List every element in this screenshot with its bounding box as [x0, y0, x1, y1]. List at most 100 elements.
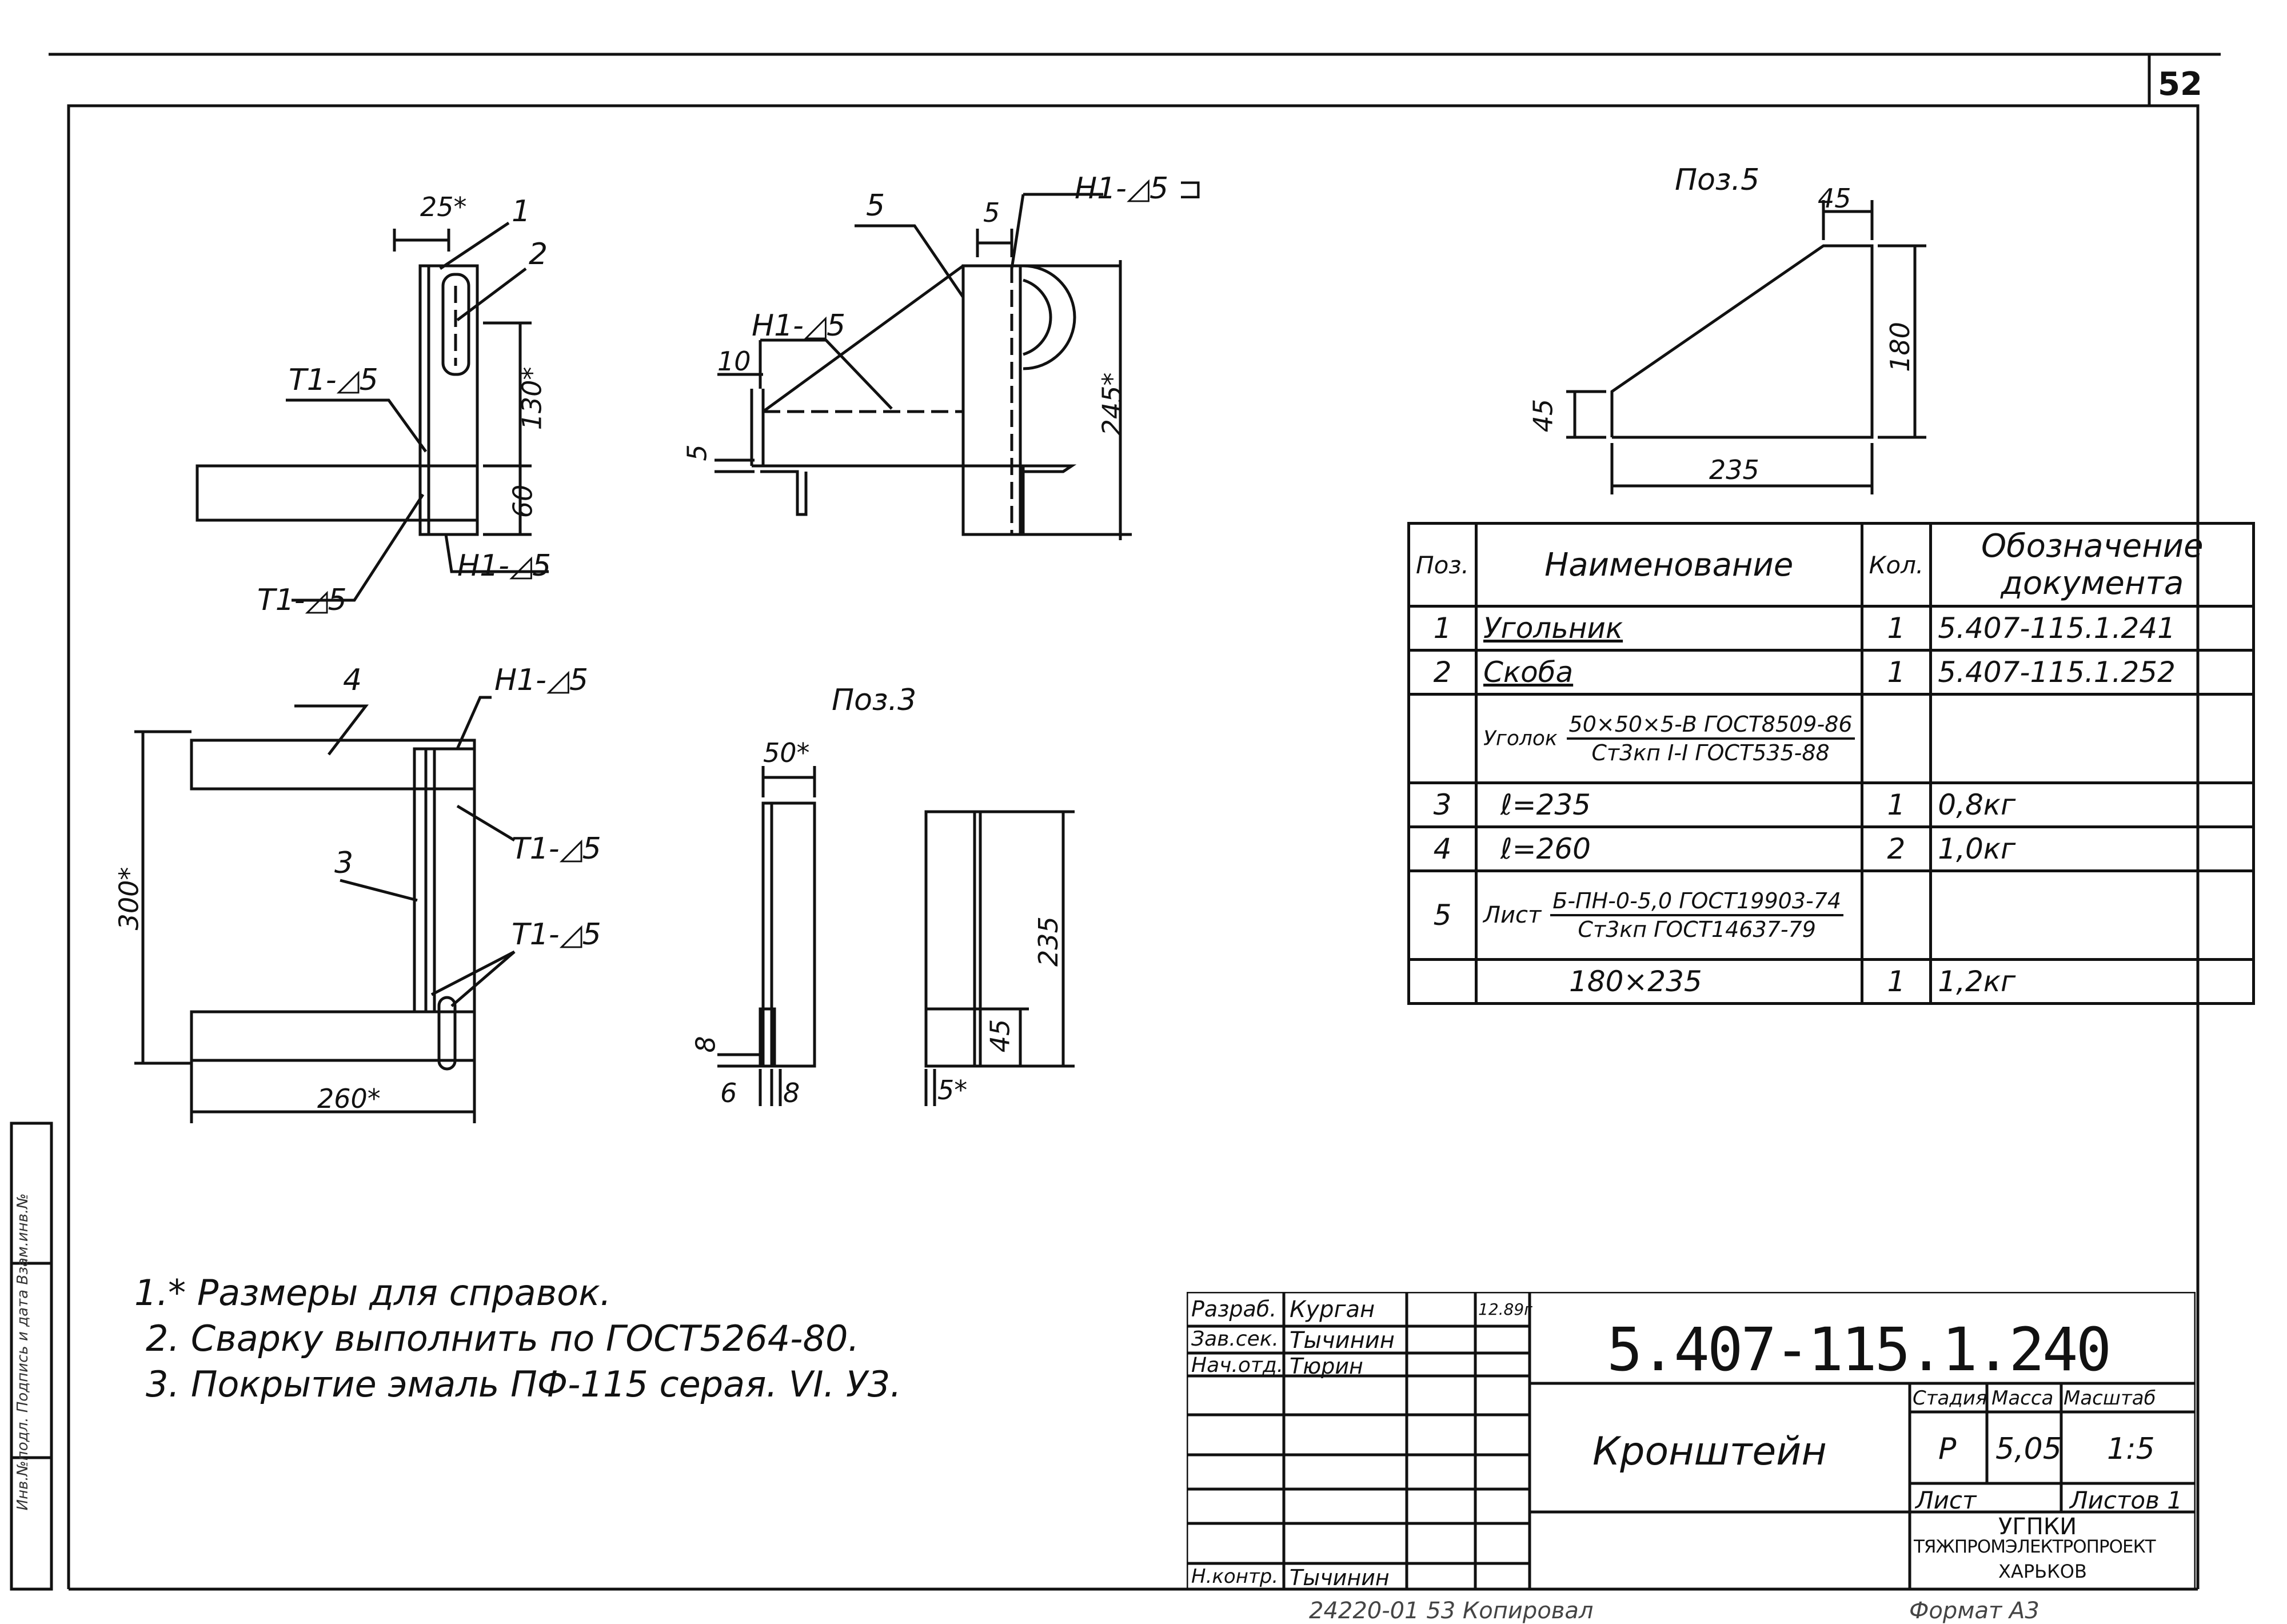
tb-role: Разраб. [1191, 1296, 1277, 1322]
footer-copy: 24220-01 53 Копировал [1309, 1598, 1594, 1624]
tb-role: Нач.отд. [1191, 1354, 1284, 1377]
spec-pos: 2 [1407, 649, 1478, 696]
dim-8-horiz: 8 [783, 1078, 800, 1108]
dim-45-poz3: 45 [984, 1019, 1016, 1053]
spec-pos [1407, 693, 1478, 784]
spec-pos: 3 [1407, 781, 1478, 828]
dim-25: 25* [420, 191, 467, 222]
spec-qty: 2 [1860, 825, 1933, 872]
spec-name-bottom: Ст3кп I-I ГОСТ535-88 [1591, 740, 1830, 765]
spec-pos [1407, 958, 1478, 1005]
callout-4: 4 [343, 663, 362, 697]
weld-h1-top: Н1-◿5 ⊐ [1075, 171, 1203, 206]
note-3: 3. Покрытие эмаль ПФ-115 серая. VI. У3. [146, 1363, 901, 1405]
tb-name: Тычинин [1290, 1565, 1390, 1590]
spec-name-prefix: Уголок [1483, 727, 1558, 751]
dim-5-poz3: 5* [937, 1075, 968, 1106]
sheet-label: Лист [1915, 1486, 1977, 1514]
dim-235-poz5: 235 [1709, 454, 1759, 485]
spec-row: 2 Скоба 1 5.407-115.1.252 [1407, 649, 2256, 696]
dim-8-vert: 8 [690, 1036, 721, 1053]
spec-doc [1929, 869, 2256, 961]
title-block-grid [1187, 1292, 2196, 1591]
spec-header-name: Наименование [1474, 522, 1863, 608]
spec-row: 5 Лист Б-ПН-0-5,0 ГОСТ19903-74 Ст3кп ГОС… [1407, 869, 2256, 961]
dim-260: 260* [317, 1083, 381, 1114]
spec-name: Скоба [1474, 649, 1863, 696]
spec-pos: 4 [1407, 825, 1478, 872]
spec-doc: 1,0кг [1929, 825, 2256, 872]
sheets-label: Листов 1 [2070, 1486, 2182, 1514]
dim-235-poz3: 235 [1032, 916, 1064, 967]
side-stamp: Инв.№подл. Подпись и дата Взам.инв.№ [14, 1193, 31, 1511]
tb-role: Н.контр. [1191, 1565, 1279, 1588]
spec-qty: 1 [1860, 781, 1933, 828]
spec-pos: 1 [1407, 605, 1478, 652]
spec-header-pos: Поз. [1407, 522, 1478, 608]
spec-name-fraction: Б-ПН-0-5,0 ГОСТ19903-74 Ст3кп ГОСТ14637-… [1550, 888, 1844, 943]
dim-5-top: 5 [983, 197, 1000, 228]
dim-45-left: 45 [1527, 398, 1559, 433]
spec-name: 180×235 [1474, 958, 1863, 1005]
spec-row: 180×235 1 1,2кг [1407, 958, 2256, 1005]
spec-qty [1860, 693, 1933, 784]
spec-qty [1860, 869, 1933, 961]
weld-t1-upper: Т1-◿5 [289, 363, 378, 397]
sheet-number: 52 [2158, 66, 2202, 103]
spec-doc [1929, 693, 2256, 784]
document-code: 5.407-115.1.240 [1607, 1315, 2112, 1384]
specification-table: Поз. Наименование Кол. Обозначение докум… [1407, 522, 2256, 1005]
footer-format: Формат A3 [1909, 1598, 2039, 1624]
org-line-3: ХАРЬКОВ [1998, 1561, 2087, 1582]
spec-name: Угольник [1474, 605, 1863, 652]
note-1: 1.* Размеры для справок. [134, 1272, 612, 1314]
dim-6: 6 [720, 1078, 737, 1108]
dim-45-top: 45 [1818, 183, 1851, 214]
weld-t1-plan-upper: Т1-◿5 [512, 832, 601, 866]
spec-row: 4 ℓ=260 2 1,0кг [1407, 825, 2256, 872]
spec-name-fraction: 50×50×5-В ГОСТ8509-86 Ст3кп I-I ГОСТ535-… [1566, 711, 1855, 766]
spec-header-qty: Кол. [1860, 522, 1933, 608]
tb-name: Тюрин [1290, 1354, 1363, 1379]
spec-row: Уголок 50×50×5-В ГОСТ8509-86 Ст3кп I-I Г… [1407, 693, 2256, 784]
note-2: 2. Сварку выполнить по ГОСТ5264-80. [146, 1318, 860, 1359]
poz3-title: Поз.3 [832, 683, 917, 717]
dim-300: 300* [113, 867, 145, 931]
spec-name: ℓ=235 [1474, 781, 1863, 828]
weld-h1: Н1-◿5 [457, 549, 552, 583]
spec-name-compound: Уголок 50×50×5-В ГОСТ8509-86 Ст3кп I-I Г… [1474, 693, 1863, 784]
dim-245: 245* [1096, 372, 1128, 436]
spec-header-doc: Обозначение документа [1929, 522, 2256, 608]
spec-header-row: Поз. Наименование Кол. Обозначение докум… [1407, 522, 2256, 608]
title-block: Разраб. Курган 12.89г Зав.сек. Тычинин Н… [1187, 1292, 2196, 1594]
dim-180: 180 [1884, 322, 1915, 372]
dim-5-left: 5 [681, 444, 713, 461]
org-line-1: УГПКИ [1998, 1514, 2077, 1540]
callout-5: 5 [866, 189, 885, 223]
tb-name: Тычинин [1290, 1327, 1395, 1354]
weld-h1-mid: Н1-◿5 [752, 309, 846, 343]
tb-role: Зав.сек. [1191, 1327, 1279, 1351]
spec-doc: 5.407-115.1.252 [1929, 649, 2256, 696]
callout-3: 3 [334, 846, 354, 880]
spec-doc: 1,2кг [1929, 958, 2256, 1005]
spec-qty: 1 [1860, 649, 1933, 696]
spec-name-prefix: Лист [1483, 902, 1542, 928]
weld-h1-plan: Н1-◿5 [494, 663, 589, 697]
dim-50: 50* [763, 737, 810, 768]
spec-name-bottom: Ст3кп ГОСТ14637-79 [1578, 917, 1816, 942]
spec-row: 1 Угольник 1 5.407-115.1.241 [1407, 605, 2256, 652]
weld-t1-plan-lower: Т1-◿5 [512, 917, 601, 952]
spec-name: ℓ=260 [1474, 825, 1863, 872]
callout-1: 1 [512, 194, 531, 229]
poz5-title: Поз.5 [1675, 163, 1760, 197]
dim-130: 130* [516, 366, 548, 430]
document-title: Кронштейн [1592, 1429, 1827, 1474]
spec-pos: 5 [1407, 869, 1478, 961]
dim-60: 60 [507, 484, 538, 518]
spec-doc: 0,8кг [1929, 781, 2256, 828]
scale-value: 1:5 [2107, 1432, 2155, 1466]
spec-name-compound: Лист Б-ПН-0-5,0 ГОСТ19903-74 Ст3кп ГОСТ1… [1474, 869, 1863, 961]
spec-doc: 5.407-115.1.241 [1929, 605, 2256, 652]
